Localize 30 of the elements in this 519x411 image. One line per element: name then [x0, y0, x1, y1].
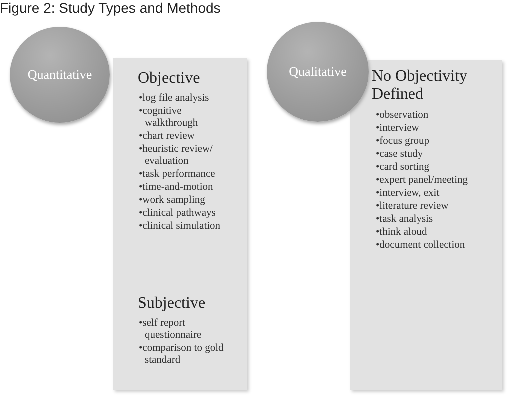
section-heading: Objective — [138, 70, 202, 88]
method-item: •observation — [376, 110, 430, 122]
method-item: •log file analysis — [139, 93, 210, 105]
method-item: •interview — [376, 123, 420, 135]
method-item: •document collection — [376, 240, 466, 252]
method-item: •clinical simulation — [139, 221, 222, 233]
methods-panel — [113, 58, 247, 390]
method-item: •interview, exit — [376, 188, 441, 200]
method-item: •card sorting — [376, 162, 431, 174]
section-heading: No Objectivity Defined — [372, 68, 469, 105]
method-item: •comparison to gold standard — [139, 343, 225, 367]
method-item: •expert panel/meeting — [376, 175, 470, 187]
method-item: •literature review — [376, 201, 450, 213]
method-item: •self report questionnaire — [139, 318, 203, 342]
methods-panel — [350, 60, 502, 390]
method-item: •think aloud — [376, 227, 428, 239]
method-item: •clinical pathways — [139, 208, 217, 220]
method-item: •task performance — [139, 169, 216, 181]
method-item: •cognitive walkthrough — [139, 106, 200, 130]
method-item: •case study — [376, 149, 424, 161]
method-item: •focus group — [376, 136, 431, 148]
method-item: •time-and-motion — [139, 182, 214, 194]
category-label: Quantitative — [28, 67, 92, 83]
category-label: Qualitative — [289, 64, 347, 80]
figure-title: Figure 2: Study Types and Methods — [0, 0, 221, 16]
section-heading: Subjective — [138, 295, 207, 314]
method-item: •heuristic review/ evaluation — [139, 144, 214, 168]
method-item: •work sampling — [139, 195, 206, 207]
method-item: •chart review — [139, 131, 196, 143]
method-item: •task analysis — [376, 214, 434, 226]
